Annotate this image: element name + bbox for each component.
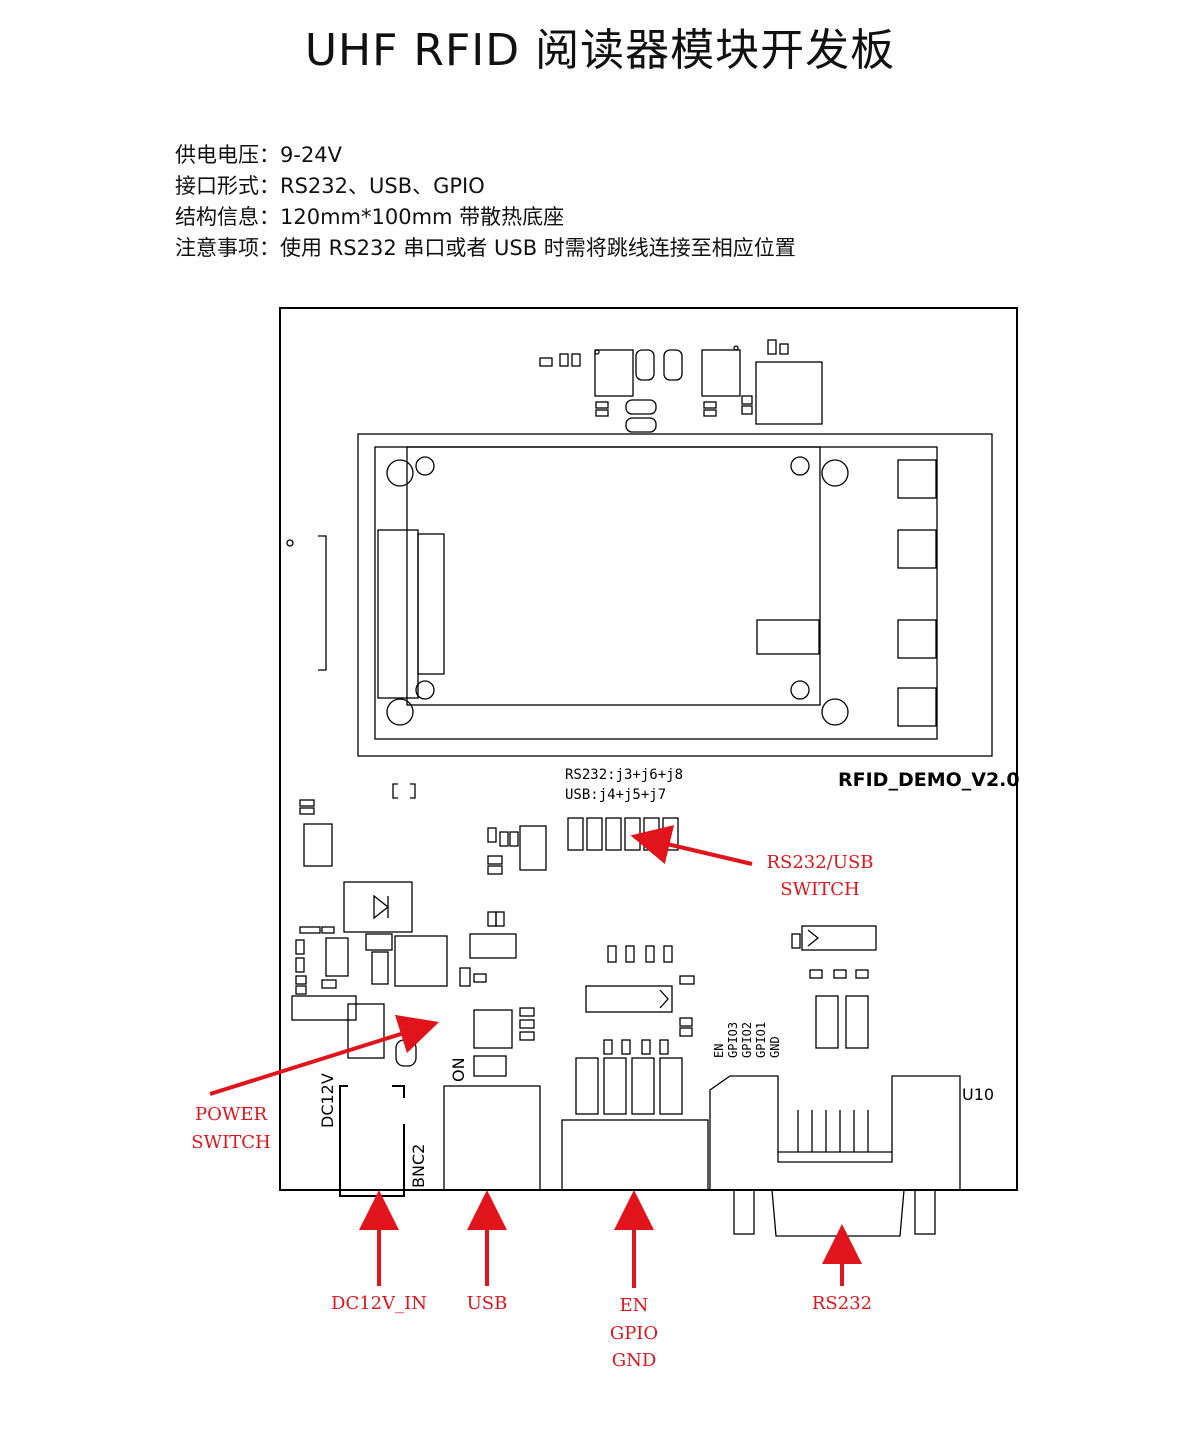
usb-connector: [443, 1085, 541, 1191]
annot-usb: USB: [467, 1293, 508, 1314]
annot-dc-in: DC12V_IN: [331, 1293, 427, 1314]
spec-list: 供电电压：9-24V 接口形式：RS232、USB、GPIO 结构信息：120m…: [175, 140, 796, 264]
edge-connector: [318, 535, 327, 671]
annot-gpio-line2: GPIO: [610, 1323, 658, 1344]
annot-switch-line1: RS232/USB: [766, 852, 873, 873]
connector-label-u10: U10: [962, 1085, 994, 1104]
spec-notes: 注意事项：使用 RS232 串口或者 USB 时需将跳线连接至相应位置: [175, 233, 796, 264]
gpio-components: [561, 945, 709, 1191]
gpio-pin-gpio2: GPIO2: [740, 1022, 754, 1058]
arrow-switch: [630, 825, 753, 866]
spec-label: 结构信息：: [175, 205, 280, 229]
gpio-pin-gnd: GND: [768, 1036, 782, 1058]
db9-connector: [709, 1075, 961, 1237]
board-version-label: RFID_DEMO_V2.0: [838, 769, 1020, 791]
annot-gpio-line3: GND: [612, 1350, 657, 1371]
spec-label: 注意事项：: [175, 236, 280, 260]
spec-structure: 结构信息：120mm*100mm 带散热底座: [175, 202, 796, 233]
annot-rs232: RS232: [812, 1293, 872, 1314]
gpio-pin-labels: EN GPIO3 GPIO2 GPIO1 GND: [712, 1022, 782, 1058]
jumper-note-usb: USB:j4+j5+j7: [565, 787, 666, 803]
gpio-pin-en: EN: [712, 1044, 726, 1058]
annot-power-line1: POWER: [195, 1104, 268, 1125]
annot-gpio-line1: EN: [620, 1295, 649, 1316]
spec-interface: 接口形式：RS232、USB、GPIO: [175, 171, 796, 202]
dc12v-label: DC12V: [318, 1073, 337, 1128]
dc-jack: [339, 1085, 405, 1197]
jumper-note-rs232: RS232:j3+j6+j8: [565, 767, 683, 783]
on-label: ON: [449, 1057, 468, 1082]
spec-value: RS232、USB、GPIO: [280, 174, 485, 198]
bnc2-label: BNC2: [409, 1144, 428, 1188]
spec-value: 120mm*100mm 带散热底座: [280, 205, 565, 229]
right-components: [791, 925, 877, 1049]
spec-power: 供电电压：9-24V: [175, 140, 796, 171]
gpio-pin-gpio3: GPIO3: [726, 1022, 740, 1058]
spec-value: 使用 RS232 串口或者 USB 时需将跳线连接至相应位置: [280, 236, 796, 260]
page-title: UHF RFID 阅读器模块开发板: [304, 25, 896, 76]
gpio-pin-gpio1: GPIO1: [754, 1022, 768, 1058]
spec-value: 9-24V: [280, 143, 343, 167]
power-components: [291, 783, 547, 1077]
hole-marker: [286, 539, 294, 547]
arrow-power: [209, 1014, 440, 1096]
rfid-module: [357, 433, 993, 757]
spec-label: 供电电压：: [175, 143, 280, 167]
jumper-block: [567, 817, 679, 851]
spec-label: 接口形式：: [175, 174, 280, 198]
top-components: [539, 339, 823, 433]
annot-switch-line2: SWITCH: [780, 879, 859, 900]
annot-power-line2: SWITCH: [191, 1132, 270, 1153]
